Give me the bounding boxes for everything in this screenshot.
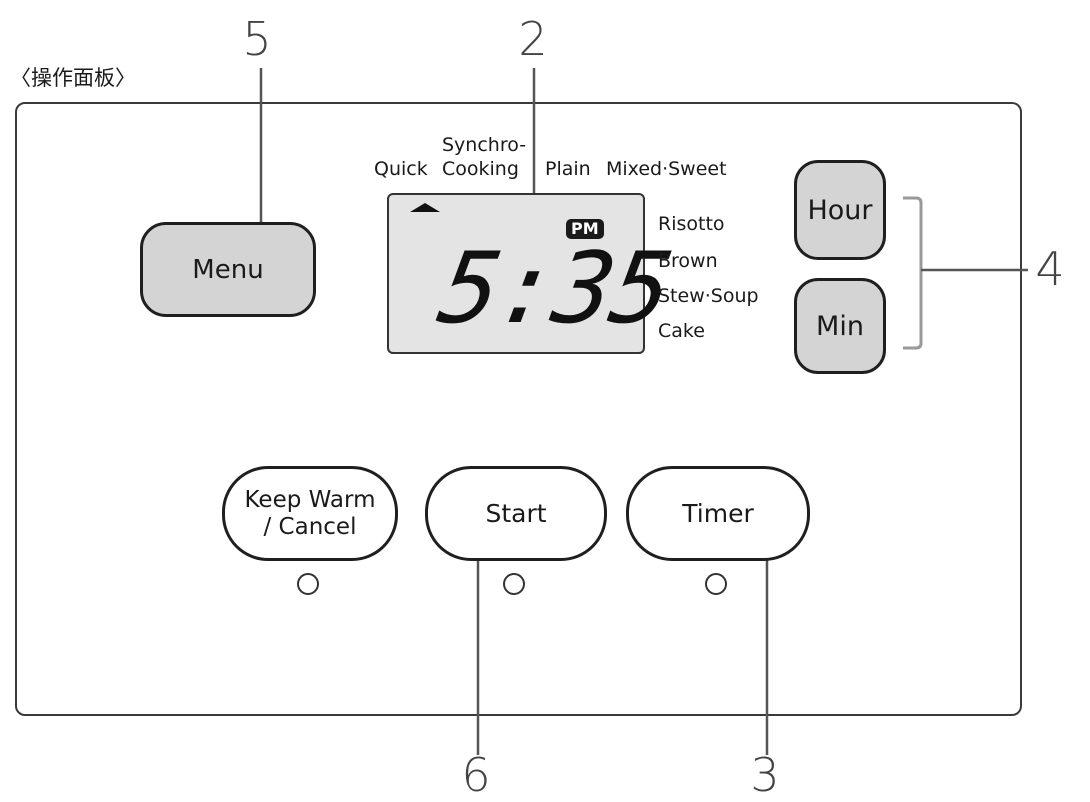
panel-caption: 〈操作面板〉 (10, 66, 136, 90)
keep-warm-label: Keep Warm (244, 487, 376, 514)
hour-button-label: Hour (807, 194, 873, 226)
menu-option-plain: Plain (545, 158, 591, 180)
menu-button[interactable]: Menu (140, 222, 316, 317)
menu-button-label: Menu (192, 254, 264, 285)
hour-min-bracket (903, 196, 923, 350)
menu-option-brown: Brown (658, 250, 718, 272)
menu-option-mixed-sweet: Mixed·Sweet (606, 158, 727, 180)
callout-number-menu: 5 (242, 12, 272, 66)
timer-button-label: Timer (682, 499, 754, 528)
menu-option-synchro: Synchro- (442, 134, 527, 156)
menu-option-stew-soup: Stew·Soup (658, 285, 759, 307)
time-readout: 5:35 (430, 232, 680, 346)
menu-option-risotto: Risotto (658, 213, 725, 235)
cancel-label: / Cancel (263, 513, 357, 540)
callout-number-start: 6 (461, 748, 491, 802)
start-button[interactable]: Start (425, 466, 607, 561)
timer-button[interactable]: Timer (626, 466, 810, 561)
keep-warm-indicator-lamp (297, 573, 319, 595)
callout-number-display: 2 (518, 12, 548, 66)
callout-number-hour-min: 4 (1035, 242, 1065, 296)
keep-warm-cancel-button[interactable]: Keep Warm / Cancel (222, 466, 398, 561)
menu-option-quick: Quick (374, 158, 428, 180)
pm-indicator: PM (566, 219, 604, 239)
menu-indicator-arrow-icon (410, 203, 440, 212)
control-panel (15, 102, 1022, 716)
start-indicator-lamp (503, 573, 525, 595)
callout-number-timer: 3 (750, 748, 780, 802)
start-button-label: Start (485, 499, 547, 528)
hour-button[interactable]: Hour (794, 160, 886, 260)
min-button-label: Min (816, 310, 864, 342)
menu-option-cake: Cake (658, 320, 705, 342)
timer-indicator-lamp (705, 573, 727, 595)
menu-option-cooking: Cooking (442, 158, 519, 180)
min-button[interactable]: Min (794, 278, 886, 374)
